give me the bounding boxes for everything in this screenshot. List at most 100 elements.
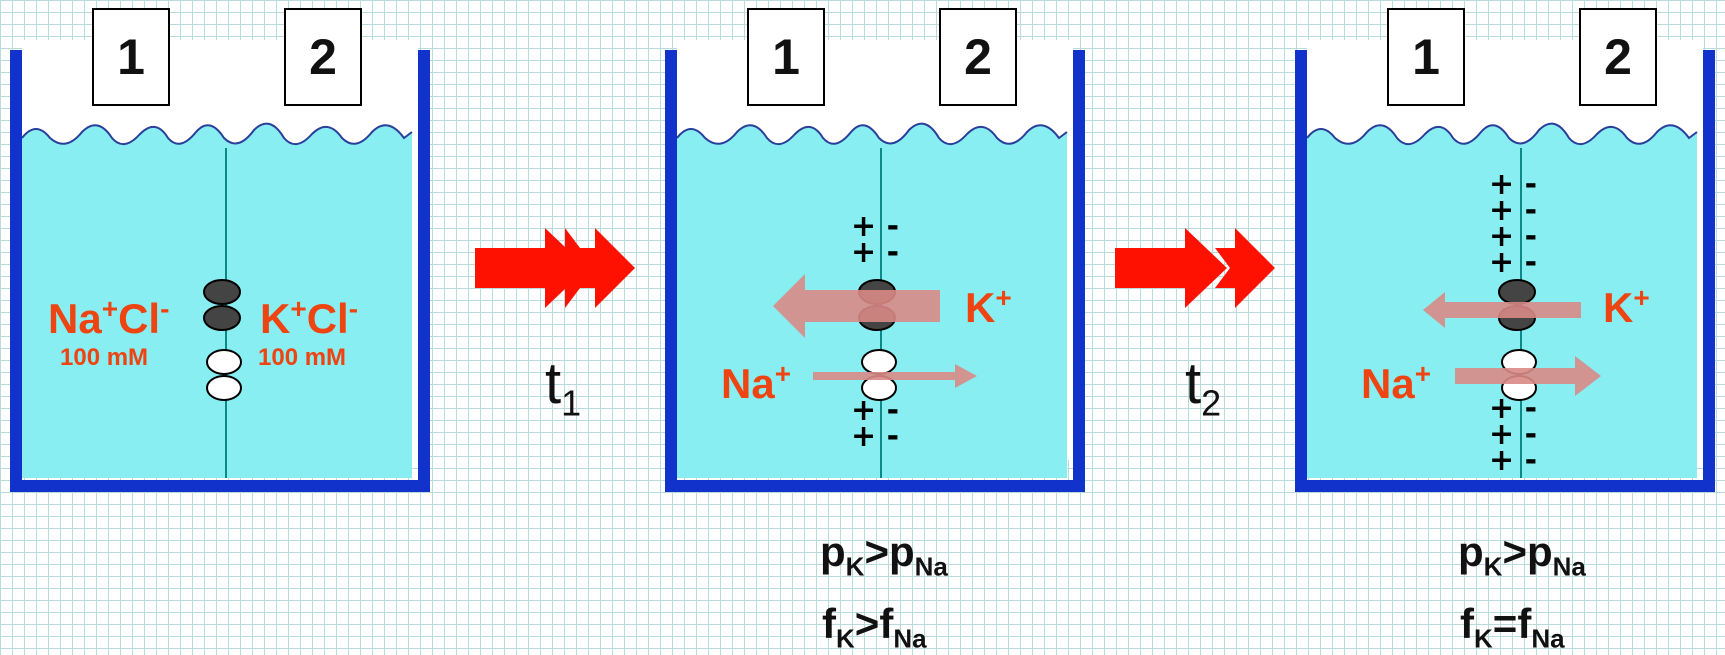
plus-sign: + xyxy=(851,235,877,270)
plus-sign: + xyxy=(1489,443,1515,478)
beaker-panel-t1: 1 2 + - + - + - + - K+ Na+ xyxy=(655,0,1095,500)
formula-operator: > xyxy=(1502,528,1527,575)
k-charge: + xyxy=(995,282,1012,313)
time-label-2: t2 xyxy=(1185,350,1221,425)
formula-sub: K xyxy=(1474,623,1493,654)
formula-symbol: p xyxy=(888,528,915,575)
formula-permeability-1: pK>pNa xyxy=(820,528,948,582)
minus-sign: - xyxy=(886,209,900,244)
compartment-2-text: 2 xyxy=(1604,29,1632,85)
minus-sign: - xyxy=(886,235,900,270)
formula-sub: K xyxy=(836,623,855,654)
compartment-1-text: 1 xyxy=(1412,29,1440,85)
k-text: K xyxy=(1603,284,1634,331)
left-concentration: 100 mM xyxy=(60,344,149,371)
formula-operator: > xyxy=(854,600,880,647)
formula-permeability-2: pK>pNa xyxy=(1458,528,1586,582)
minus-sign: - xyxy=(886,419,900,454)
right-ion-label: K+Cl- xyxy=(260,295,358,343)
compartment-2-label: 2 xyxy=(284,8,362,106)
minus-sign: - xyxy=(1524,167,1538,202)
minus-sign: - xyxy=(1524,245,1538,280)
beaker-initial-graphic xyxy=(10,40,430,492)
compartment-2-text: 2 xyxy=(309,29,337,85)
na-text: Na xyxy=(48,295,102,342)
plus-sign: + xyxy=(851,393,877,428)
minus-sign: - xyxy=(1524,193,1538,228)
k-ion-label: K+ xyxy=(965,284,1012,332)
transition-arrow-2 xyxy=(1115,228,1275,308)
cl-charge: - xyxy=(348,293,359,324)
formula-flux-1: fK>fNa xyxy=(822,600,927,654)
minus-sign: - xyxy=(1524,391,1538,426)
time-label-1: t1 xyxy=(545,350,581,425)
beaker-t1-graphic xyxy=(665,40,1085,492)
formula-symbol: p xyxy=(1458,528,1484,575)
formula-symbol: f xyxy=(1517,600,1532,647)
formula-operator: > xyxy=(864,528,889,575)
formula-sub: Na xyxy=(1531,623,1565,654)
formula-operator: = xyxy=(1492,600,1518,647)
plus-sign: + xyxy=(1489,245,1515,280)
na-charge: + xyxy=(101,293,119,324)
k-charge: + xyxy=(1633,282,1650,313)
formula-sub: K xyxy=(845,551,865,582)
na-charge: + xyxy=(774,358,792,389)
formula-sub: Na xyxy=(914,551,948,582)
na-charge: + xyxy=(1414,358,1432,389)
time-t: t xyxy=(545,351,562,416)
charges-upper: + - + - + - + - xyxy=(1489,170,1538,278)
compartment-2-label: 2 xyxy=(1579,8,1657,106)
formula-symbol: p xyxy=(820,528,846,575)
cl-text: Cl xyxy=(306,295,349,342)
na-ion-label: Na+ xyxy=(1361,360,1431,408)
formula-symbol: f xyxy=(879,600,894,647)
k-ion-label: K+ xyxy=(1603,284,1650,332)
compartment-1-label: 1 xyxy=(92,8,170,106)
formula-symbol: f xyxy=(822,600,836,647)
compartment-1-text: 1 xyxy=(772,29,800,85)
compartment-2-label: 2 xyxy=(939,8,1017,106)
beaker-panel-t2: 1 2 + - + - + - + - + - + - + - K+ Na+ xyxy=(1285,0,1725,500)
plus-sign: + xyxy=(1489,167,1515,202)
transition-arrow-1 xyxy=(475,228,635,308)
compartment-1-text: 1 xyxy=(117,29,145,85)
formula-flux-2: fK=fNa xyxy=(1460,600,1565,654)
minus-sign: - xyxy=(886,393,900,428)
compartment-1-label: 1 xyxy=(1387,8,1465,106)
cl-text: Cl xyxy=(118,295,161,342)
plus-sign: + xyxy=(1489,219,1515,254)
na-text: Na xyxy=(1361,360,1415,407)
time-sub: 1 xyxy=(561,382,582,424)
time-sub: 2 xyxy=(1201,382,1222,424)
left-ion-label: Na+Cl- xyxy=(48,295,169,343)
cl-charge: - xyxy=(160,293,170,324)
formula-sub: K xyxy=(1483,551,1503,582)
formula-sub: Na xyxy=(893,623,927,654)
beaker-t2-graphic xyxy=(1295,40,1715,492)
plus-sign: + xyxy=(1489,193,1515,228)
minus-sign: - xyxy=(1524,417,1538,452)
plus-sign: + xyxy=(851,209,877,244)
formula-symbol: f xyxy=(1460,600,1474,647)
charges-lower: + - + - + - xyxy=(1489,394,1538,476)
charges-lower: + - + - xyxy=(851,396,899,452)
right-concentration: 100 mM xyxy=(258,344,347,371)
minus-sign: - xyxy=(1524,219,1538,254)
k-text: K xyxy=(965,284,996,331)
beaker-panel-initial: 1 2 Na+Cl- 100 mM K+Cl- 100 mM xyxy=(0,0,440,500)
compartment-2-text: 2 xyxy=(964,29,992,85)
na-ion-label: Na+ xyxy=(721,360,791,408)
charges-upper: + - + - xyxy=(851,212,899,268)
time-t: t xyxy=(1185,351,1202,416)
k-text: K xyxy=(260,295,291,342)
formula-symbol: p xyxy=(1526,528,1553,575)
minus-sign: - xyxy=(1524,443,1538,478)
plus-sign: + xyxy=(1489,391,1515,426)
k-charge: + xyxy=(290,293,307,324)
formula-sub: Na xyxy=(1552,551,1586,582)
na-text: Na xyxy=(721,360,775,407)
plus-sign: + xyxy=(1489,417,1515,452)
compartment-1-label: 1 xyxy=(747,8,825,106)
plus-sign: + xyxy=(851,419,877,454)
